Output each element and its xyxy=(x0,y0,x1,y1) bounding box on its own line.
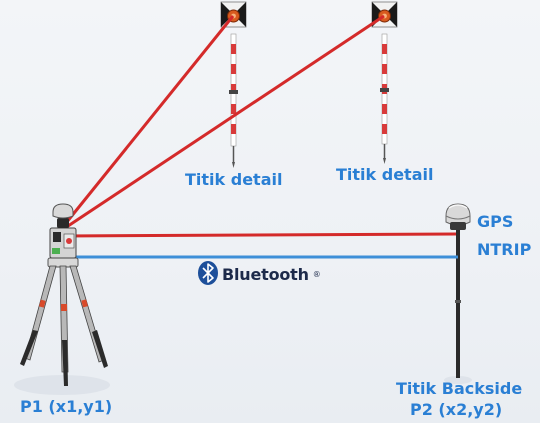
sight-line-detail-left xyxy=(60,15,235,229)
gps-label: GPS xyxy=(477,212,514,231)
backside-point-coords: P2 (x2,y2) xyxy=(410,400,503,419)
bluetooth-label: Bluetooth xyxy=(222,265,309,284)
prism-target-icon xyxy=(220,1,247,28)
station-point-label: P1 (x1,y1) xyxy=(20,397,113,416)
gps-receiver-pole xyxy=(445,203,471,378)
sight-line-backside xyxy=(61,232,457,238)
tripod-shadow xyxy=(14,375,110,395)
tripod-leg-right xyxy=(69,265,108,368)
prism-pole-right xyxy=(371,1,398,164)
backside-point-title: Titik Backside xyxy=(396,379,523,398)
tripod-leg-left xyxy=(20,265,57,366)
detail-point-label-left: Titik detail xyxy=(185,170,283,189)
bluetooth-label-group: Bluetooth® xyxy=(222,265,321,284)
bluetooth-icon xyxy=(198,261,218,285)
total-station-icon xyxy=(49,203,77,259)
tripod-leg-center xyxy=(59,265,69,386)
sight-line-detail-right xyxy=(61,14,385,232)
total-station-tripod xyxy=(20,203,108,386)
detail-point-label-right: Titik detail xyxy=(336,165,434,184)
prism-pole-left xyxy=(220,1,247,168)
pole-shadow xyxy=(444,376,472,384)
gps-receiver-icon xyxy=(445,203,471,230)
bluetooth-registered-mark: ® xyxy=(312,270,321,279)
ntrip-label: NTRIP xyxy=(477,240,532,259)
